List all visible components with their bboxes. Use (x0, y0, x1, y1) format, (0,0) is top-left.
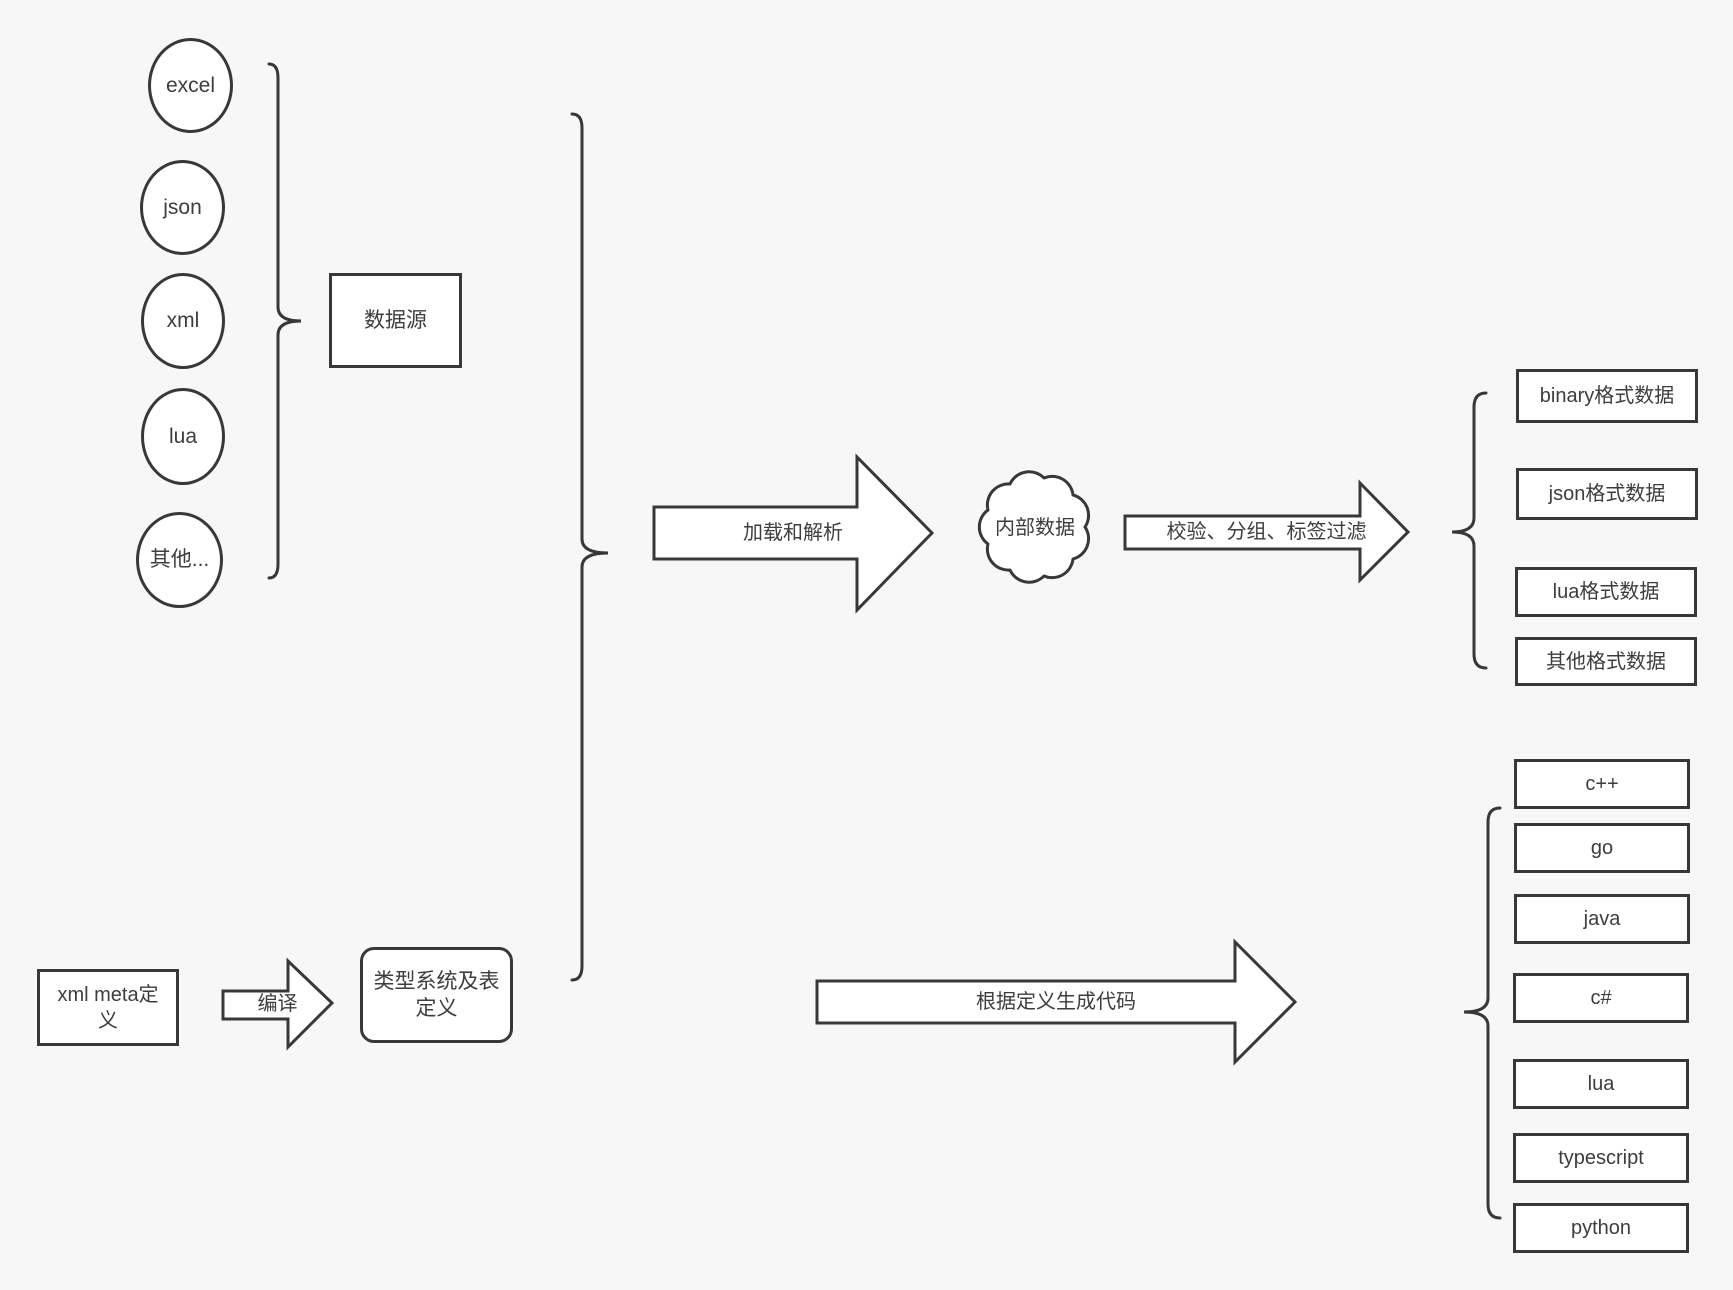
lang-box-java: java (1514, 894, 1690, 944)
formats-brace (1451, 391, 1488, 670)
lang-box-java-label: java (1583, 908, 1621, 930)
format-box-binary: binary格式数据 (1516, 369, 1698, 423)
format-box-lua-label: lua格式数据 (1552, 581, 1660, 603)
source-node-xml: xml (141, 273, 225, 369)
type-system-box-label: 类型系统及表定义 (373, 969, 500, 1020)
source-node-json: json (140, 160, 225, 255)
format-box-binary-label: binary格式数据 (1539, 385, 1675, 407)
lang-box-lua: lua (1513, 1059, 1689, 1109)
data-source-box: 数据源 (329, 273, 462, 368)
lang-box-typescript-label: typescript (1558, 1147, 1644, 1169)
format-box-json-label: json格式数据 (1548, 483, 1666, 505)
format-box-other-label: 其他格式数据 (1546, 650, 1666, 673)
compile-arrow (221, 957, 335, 1051)
source-node-excel: excel (148, 38, 233, 133)
lang-box-lua-label: lua (1587, 1073, 1615, 1095)
type-system-box: 类型系统及表定义 (360, 947, 513, 1043)
source-node-xml-label: xml (166, 309, 200, 333)
source-node-lua: lua (141, 388, 225, 485)
source-node-lua-label: lua (168, 424, 198, 448)
xml-meta-box: xml meta定义 (37, 969, 179, 1046)
generate-code-arrow (815, 938, 1298, 1066)
data-source-box-label: 数据源 (364, 308, 427, 332)
source-node-others-label: 其他... (149, 548, 210, 572)
format-box-json: json格式数据 (1516, 468, 1698, 520)
lang-box-cpp: c++ (1514, 759, 1690, 809)
source-node-json-label: json (163, 195, 202, 219)
filter-arrow (1123, 479, 1411, 584)
lang-box-csharp-label: c# (1590, 987, 1612, 1009)
source-node-excel-label: excel (165, 73, 216, 97)
format-box-lua: lua格式数据 (1515, 567, 1697, 617)
format-box-other: 其他格式数据 (1515, 637, 1697, 686)
inputs-brace (570, 112, 609, 982)
lang-box-typescript: typescript (1513, 1133, 1689, 1183)
lang-box-csharp: c# (1513, 973, 1689, 1023)
lang-box-python: python (1513, 1203, 1689, 1253)
load-parse-arrow (652, 453, 935, 614)
internal-data-cloud (977, 470, 1091, 584)
lang-box-python-label: python (1570, 1217, 1632, 1239)
lang-box-go-label: go (1590, 837, 1614, 859)
lang-box-cpp-label: c++ (1585, 773, 1619, 795)
xml-meta-box-label: xml meta定义 (57, 983, 159, 1032)
sources-brace (267, 62, 302, 580)
lang-box-go: go (1514, 823, 1690, 873)
languages-brace (1463, 806, 1502, 1220)
source-node-others: 其他... (136, 512, 223, 608)
